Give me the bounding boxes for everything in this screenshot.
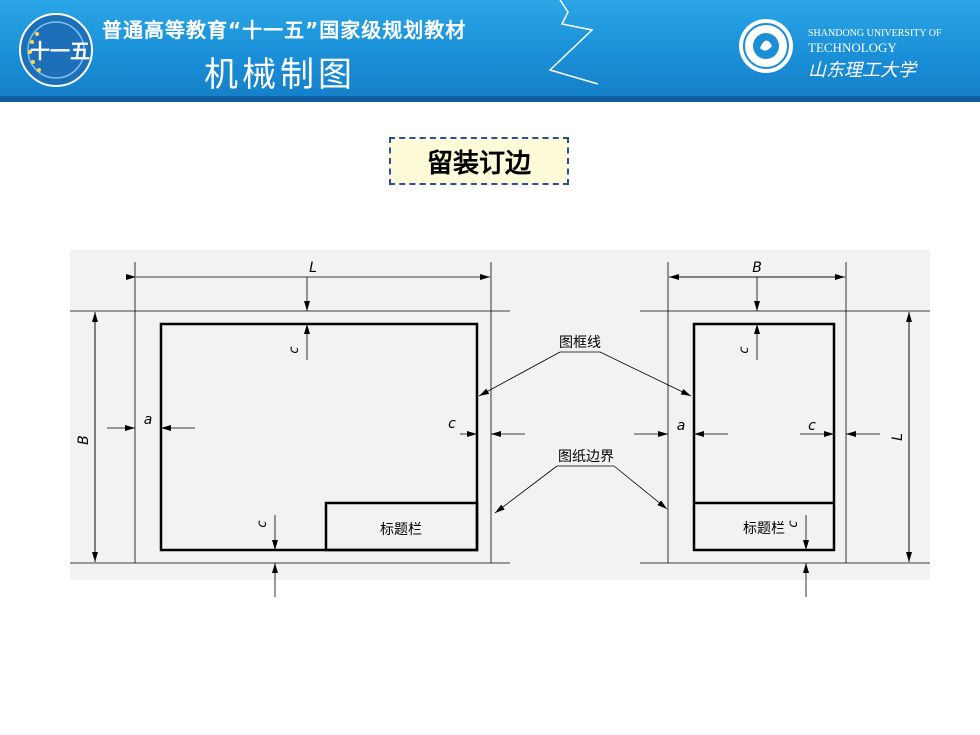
left-title-block-label: 标题栏 bbox=[380, 522, 422, 538]
left-c-right-label: c bbox=[448, 416, 456, 432]
left-drawing-frame bbox=[159, 322, 479, 552]
svg-text:图纸边界: 图纸边界 bbox=[558, 449, 614, 465]
university-name-cn: 山东理工大学 bbox=[808, 60, 918, 80]
slide-title: 留装订边 bbox=[426, 148, 531, 179]
left-sheet: 标题栏 L B c a c c bbox=[70, 260, 525, 597]
left-c-bottom-label: c bbox=[255, 520, 270, 527]
right-c-bottom-label: c bbox=[786, 520, 801, 527]
right-dim-top-label: B bbox=[752, 260, 762, 276]
course-title: 机械制图 bbox=[204, 55, 356, 95]
series-title: 普通高等教育“十一五”国家级规划教材 bbox=[102, 18, 467, 42]
left-dim-left-label: B bbox=[76, 435, 92, 445]
callout-frame-line: 图框线 bbox=[478, 335, 692, 397]
right-c-right-label: c bbox=[808, 418, 816, 434]
slide-title-box: 留装订边 bbox=[389, 137, 569, 185]
header-divider bbox=[0, 96, 980, 102]
drawing-background bbox=[70, 250, 930, 580]
right-title-block-label: 标题栏 bbox=[743, 521, 785, 537]
university-seal-icon bbox=[739, 19, 793, 73]
series-logo: 十一五 bbox=[19, 13, 93, 87]
university-name-en-line2: TECHNOLOGY bbox=[808, 40, 897, 55]
svg-text:图框线: 图框线 bbox=[559, 335, 601, 351]
right-dim-right-label: L bbox=[890, 433, 906, 441]
right-a-label: a bbox=[677, 418, 686, 434]
logo-text: 十一五 bbox=[30, 39, 90, 63]
right-drawing-frame bbox=[692, 322, 836, 552]
left-a-label: a bbox=[144, 412, 153, 428]
left-title-block bbox=[324, 501, 479, 552]
callout-sheet-border: 图纸边界 bbox=[494, 449, 668, 514]
left-dim-top-label: L bbox=[309, 260, 317, 276]
svg-text:山东理工大学: 山东理工大学 bbox=[808, 60, 918, 80]
header-banner bbox=[0, 0, 980, 100]
right-c-top-label: c bbox=[737, 346, 752, 353]
left-c-top-label: c bbox=[287, 346, 302, 353]
university-name-en-line1: SHANDONG UNIVERSITY OF bbox=[808, 28, 942, 39]
right-sheet: 标题栏 B L c a c c bbox=[634, 260, 930, 597]
banner-zigzag-decoration bbox=[548, 0, 599, 85]
